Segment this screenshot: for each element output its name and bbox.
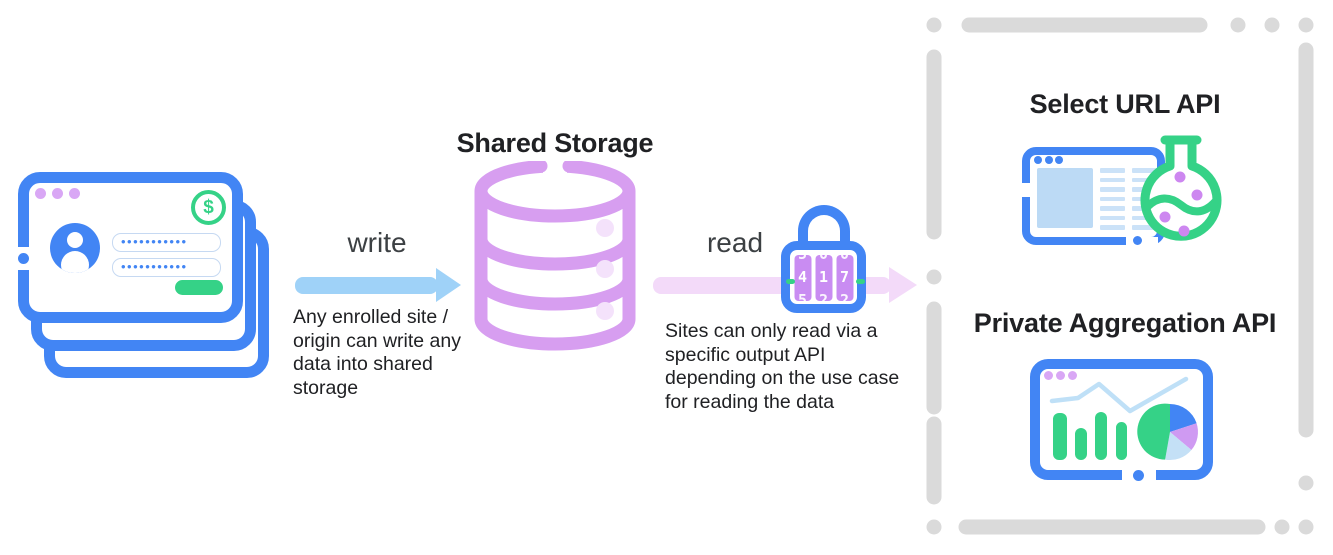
combination-lock-icon: 5 4 5 0 1 2 0 7 2 (781, 241, 866, 313)
read-arrowhead-icon (889, 267, 917, 303)
write-arrowhead-icon (436, 268, 461, 302)
dial-digit-partial: 2 (818, 291, 829, 301)
private-aggregation-dashboard-icon (1030, 359, 1213, 480)
flask-icon (1140, 135, 1222, 241)
browser-border-gap (1022, 183, 1030, 197)
caption-line: Any enrolled site / (293, 306, 449, 328)
dial-digit-partial: 5 (794, 255, 811, 266)
card-border-dot (18, 253, 29, 264)
site-card-front: $ ••••••••••• ••••••••••• (18, 172, 243, 323)
caption-line: storage (293, 376, 359, 399)
lock-dial: 0 7 2 (836, 255, 853, 301)
browser-border-gap (1126, 237, 1158, 245)
dial-digit: 7 (839, 268, 850, 286)
submit-button[interactable] (175, 280, 223, 295)
select-url-api-title: Select URL API (1029, 89, 1221, 119)
lock-dials: 5 4 5 0 1 2 0 7 2 (794, 255, 853, 301)
write-label: write (347, 227, 407, 258)
select-url-browser-icon (1022, 147, 1165, 245)
read-caption: Sites can only read via a specific outpu… (665, 320, 899, 414)
dial-digit-partial: 0 (836, 255, 853, 266)
pie-slice-purple (1170, 423, 1198, 450)
password-field[interactable]: ••••••••••• (112, 258, 221, 277)
dial-digit-partial: 0 (815, 255, 832, 266)
text-lines (1100, 168, 1125, 230)
lock-dial: 0 1 2 (815, 255, 832, 301)
database-icon (474, 161, 636, 351)
password-field[interactable]: ••••••••••• (112, 233, 221, 252)
private-aggregation-api-title: Private Aggregation API (973, 308, 1277, 338)
lock-dash-right (856, 279, 865, 284)
dashboard-charts (1049, 376, 1198, 461)
caption-line: specific output API (665, 343, 826, 366)
caption-line: data into shared (293, 353, 433, 375)
window-control-dots (1044, 371, 1077, 380)
dollar-icon: $ (191, 190, 226, 225)
dial-digit: 4 (797, 268, 808, 286)
pie-slice-green (1137, 403, 1170, 460)
write-caption: Any enrolled site / origin can write any… (293, 306, 461, 400)
user-avatar-icon (50, 223, 100, 273)
window-control-dots (1034, 156, 1063, 164)
dial-digit: 1 (818, 268, 829, 286)
lock-dial: 5 4 5 (794, 255, 811, 301)
write-arrow (295, 277, 438, 294)
browser-border-dot (1133, 470, 1144, 481)
avatar-head (67, 232, 83, 248)
line-chart-icon (1049, 376, 1189, 414)
lock-dash-left (786, 279, 795, 284)
browser-border-dot (1133, 236, 1142, 245)
caption-line: depending on the use case (665, 367, 900, 389)
caption-line: for reading the data (665, 390, 835, 413)
window-control-dots (35, 188, 80, 199)
pie-slice-lightblue (1165, 432, 1192, 461)
lock-shackle-icon (798, 205, 850, 253)
read-label: read (706, 227, 764, 258)
dial-digit-partial: 5 (797, 291, 808, 301)
content-block (1037, 168, 1093, 228)
dial-digit-partial: 2 (839, 291, 850, 301)
shared-storage-title: Shared Storage (456, 128, 654, 158)
caption-line: origin can write any (293, 329, 461, 352)
avatar-torso (61, 251, 89, 273)
caption-line: Sites can only read via a (665, 320, 878, 342)
pie-slice-blue (1170, 404, 1197, 432)
